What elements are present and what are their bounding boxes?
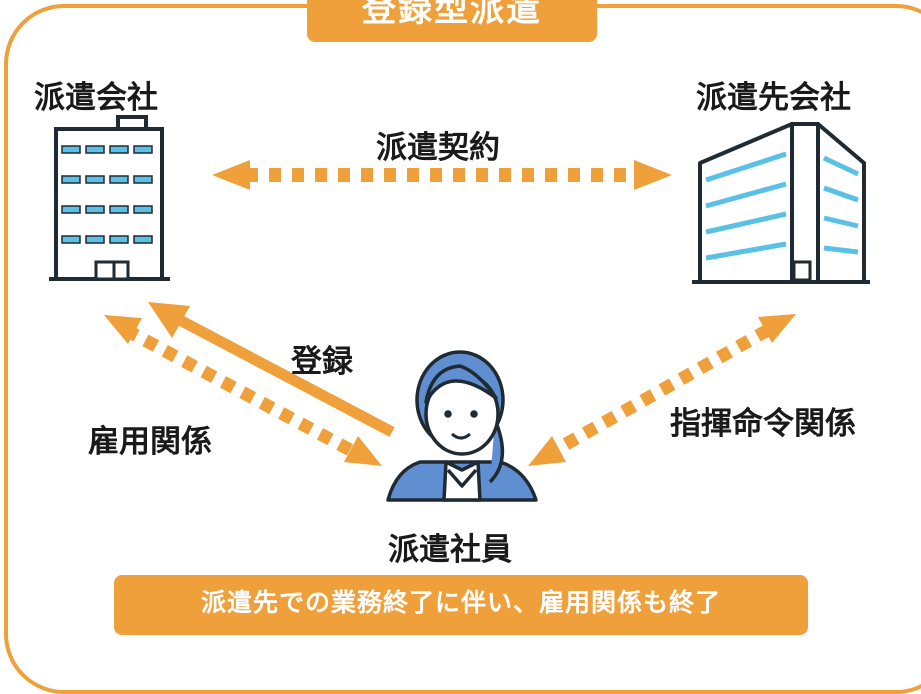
registration-arrow (148, 302, 395, 437)
client-company-building-icon (692, 122, 870, 284)
dispatch-company-label: 派遣会社 (34, 80, 158, 116)
employment-label: 雇用関係 (88, 424, 212, 460)
client-building-door (792, 260, 812, 282)
employment-arrow (104, 315, 382, 466)
worker-avatar-icon (386, 350, 538, 502)
worker-label: 派遣社員 (388, 532, 512, 568)
diagram-graphics (49, 115, 870, 502)
client-company-label: 派遣先会社 (696, 80, 851, 116)
contract-label: 派遣契約 (376, 130, 500, 166)
diagram-title: 登録型派遣 (307, 0, 597, 42)
dispatch-company-building-icon (49, 115, 170, 281)
dispatch-building-windows (61, 145, 153, 244)
command-label: 指揮命令関係 (670, 406, 856, 442)
client-building-stripes (705, 151, 860, 261)
contract-arrow (212, 160, 672, 190)
registration-label: 登録 (291, 344, 353, 380)
footer-note: 派遣先での業務終了に伴い、雇用関係も終了 (114, 575, 808, 635)
command-arrow (528, 314, 796, 466)
